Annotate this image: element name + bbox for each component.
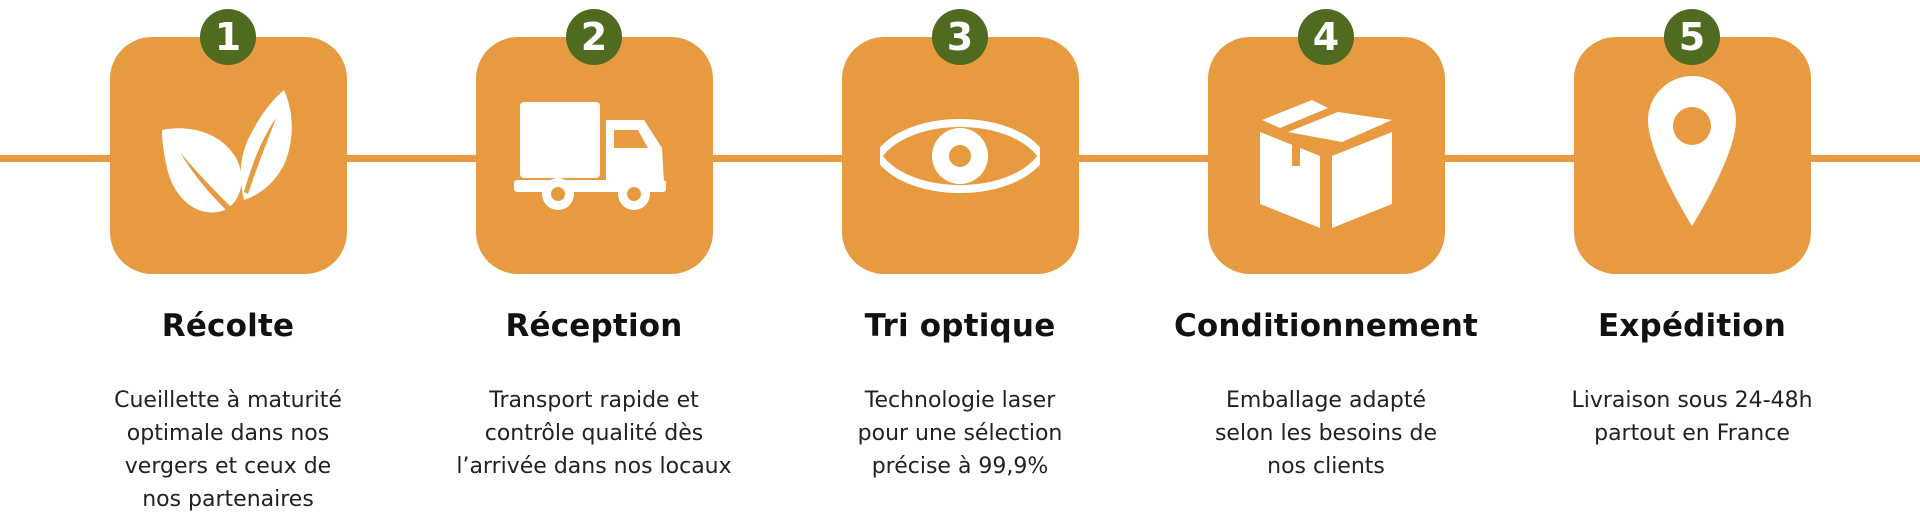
eye-icon	[880, 76, 1040, 236]
step-description: Livraison sous 24-48h partout en France	[1571, 388, 1813, 446]
leaves-icon	[148, 76, 308, 236]
step-title: Expédition	[1597, 308, 1786, 344]
step-number-badge: 5	[1664, 9, 1720, 65]
step-tri-optique: 3 Tri optique Technologie laser pour une…	[790, 0, 1130, 532]
step-description: Emballage adapté selon les besoins de no…	[1214, 388, 1438, 479]
step-reception: 2 Réception Transport rapide et contrôle…	[424, 0, 764, 532]
step-recolte: 1 Récolte Cueillette à maturité optimale…	[58, 0, 398, 532]
step-title: Réception	[505, 308, 683, 344]
location-pin-icon	[1612, 76, 1772, 236]
step-number-badge: 2	[566, 9, 622, 65]
step-conditionnement: 4 Conditionnement Emballage adapté selon…	[1156, 0, 1496, 532]
step-title: Récolte	[161, 308, 295, 344]
step-number-badge: 3	[932, 9, 988, 65]
truck-icon	[514, 76, 674, 236]
step-expedition: 5 Expédition Livraison sous 24-48h parto…	[1522, 0, 1862, 532]
box-icon	[1246, 76, 1406, 236]
step-description: Cueillette à maturité optimale dans nos …	[114, 388, 342, 512]
step-description: Technologie laser pour une sélection pré…	[857, 388, 1063, 479]
step-icon-box	[1207, 37, 1445, 274]
step-number-badge: 1	[200, 9, 256, 65]
step-title: Conditionnement	[1173, 308, 1479, 344]
step-number-badge: 4	[1298, 9, 1354, 65]
step-description: Transport rapide et contrôle qualité dès…	[456, 388, 732, 479]
step-title: Tri optique	[864, 308, 1056, 344]
